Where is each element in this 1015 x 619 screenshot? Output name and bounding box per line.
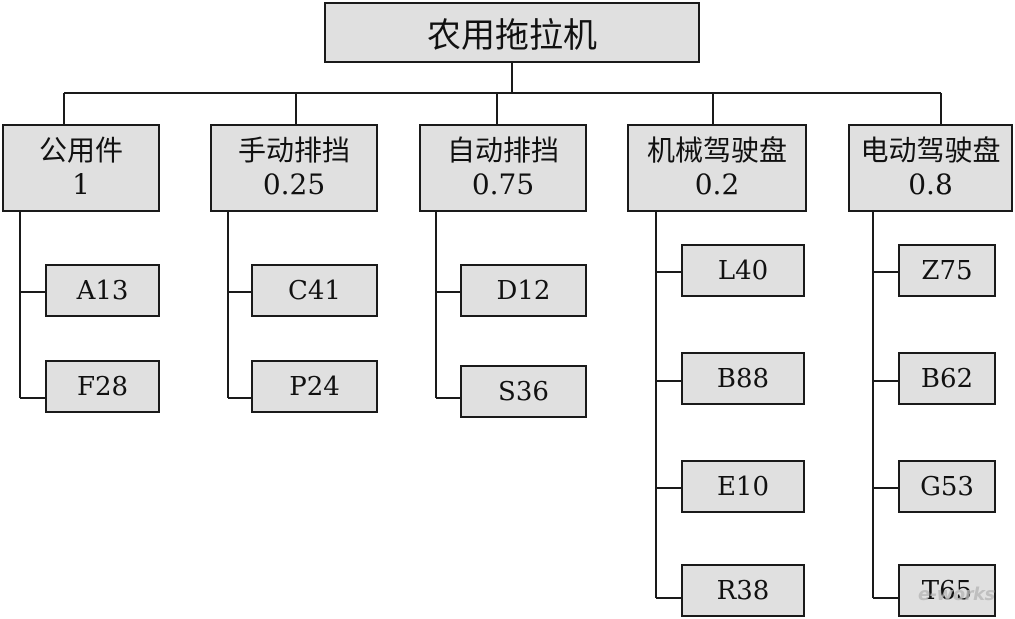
part-node: G53 bbox=[898, 460, 996, 513]
part-label: E10 bbox=[716, 471, 770, 502]
watermark-logo: e-works bbox=[918, 584, 995, 605]
part-label: G53 bbox=[920, 471, 974, 502]
category-node-auto-gear: 自动排挡 0.75 bbox=[419, 124, 587, 212]
root-label: 农用拖拉机 bbox=[427, 16, 597, 56]
category-node-electric-steering: 电动驾驶盘 0.8 bbox=[848, 124, 1013, 212]
part-node: B62 bbox=[898, 352, 996, 405]
part-node: R38 bbox=[681, 564, 805, 617]
category-value: 1 bbox=[72, 168, 90, 201]
category-name: 手动排挡 bbox=[237, 134, 350, 167]
part-label: C41 bbox=[288, 275, 341, 306]
category-value: 0.75 bbox=[471, 168, 535, 201]
part-label: S36 bbox=[498, 376, 549, 407]
category-node-manual-gear: 手动排挡 0.25 bbox=[210, 124, 378, 212]
part-node: L40 bbox=[681, 244, 805, 297]
part-label: L40 bbox=[717, 255, 769, 286]
part-node: F28 bbox=[45, 360, 160, 413]
part-label: R38 bbox=[716, 575, 770, 606]
category-value: 0.25 bbox=[262, 168, 326, 201]
part-label: A13 bbox=[76, 275, 129, 306]
part-label: T65 bbox=[921, 575, 973, 606]
category-node-mechanical-steering: 机械驾驶盘 0.2 bbox=[627, 124, 807, 212]
category-name: 机械驾驶盘 bbox=[646, 134, 787, 167]
category-name: 电动驾驶盘 bbox=[860, 134, 1001, 167]
part-label: B62 bbox=[920, 363, 974, 394]
part-label: Z75 bbox=[921, 255, 973, 286]
part-label: D12 bbox=[496, 275, 551, 306]
category-node-common-parts: 公用件 1 bbox=[2, 124, 160, 212]
part-node: T65 bbox=[898, 564, 996, 617]
part-node: E10 bbox=[681, 460, 805, 513]
part-node: A13 bbox=[45, 264, 160, 317]
part-node: B88 bbox=[681, 352, 805, 405]
part-label: P24 bbox=[289, 371, 340, 402]
category-name: 自动排挡 bbox=[446, 134, 559, 167]
part-label: F28 bbox=[76, 371, 129, 402]
category-name: 公用件 bbox=[38, 134, 123, 167]
part-node: S36 bbox=[460, 365, 587, 418]
part-node: P24 bbox=[251, 360, 378, 413]
part-label: B88 bbox=[716, 363, 770, 394]
part-node: D12 bbox=[460, 264, 587, 317]
part-node: Z75 bbox=[898, 244, 996, 297]
watermark-text: e-works bbox=[918, 584, 995, 605]
part-node: C41 bbox=[251, 264, 378, 317]
category-value: 0.2 bbox=[694, 168, 740, 201]
root-node: 农用拖拉机 bbox=[324, 2, 700, 63]
category-value: 0.8 bbox=[908, 168, 953, 201]
